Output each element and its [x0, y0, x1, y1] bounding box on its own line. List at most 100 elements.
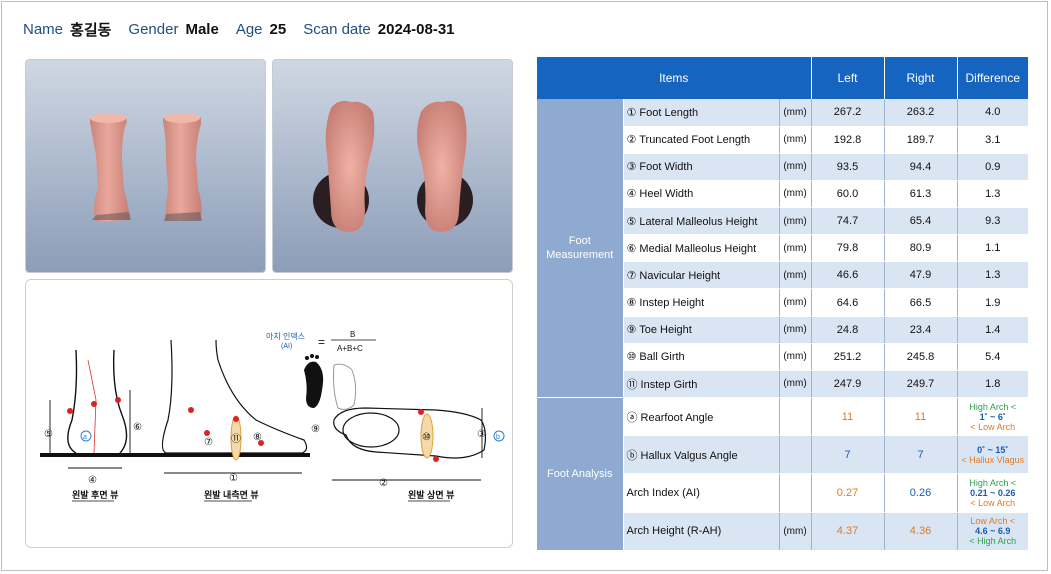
- row-item: ⑦ Navicular Height: [623, 261, 780, 290]
- row-right: 65.4: [884, 207, 958, 236]
- svg-text:②: ②: [379, 478, 388, 489]
- table-row: ⑥ Medial Malleolus Height (mm) 79.8 80.9…: [537, 234, 1029, 263]
- row-unit: (mm): [779, 370, 812, 399]
- row-right: 66.5: [884, 288, 958, 317]
- table-row: Arch Height (R-AH) (mm) 4.37 4.36 Low Ar…: [537, 512, 1029, 552]
- row-right: 4.36: [884, 512, 958, 552]
- rearfoot-angle-marker: [80, 430, 92, 442]
- table-row: ⑤ Lateral Malleolus Height (mm) 74.7 65.…: [537, 207, 1029, 236]
- scan-date-label: Scan date: [303, 20, 371, 38]
- row-left: 0.27: [811, 473, 885, 513]
- row-item: ② Truncated Foot Length: [623, 126, 780, 154]
- arch-index-subtitle: (AI): [281, 343, 292, 350]
- row-right: 0.26: [884, 473, 958, 513]
- row-diff-range: High Arch < 1˚ ~ 6˚ < Low Arch: [957, 397, 1029, 437]
- row-unit: (mm): [779, 512, 812, 552]
- arch-index-title: 아치 인덱스: [266, 331, 305, 341]
- left-sole-model: [325, 100, 375, 232]
- row-left: 46.6: [811, 261, 885, 290]
- name-label: Name: [23, 20, 64, 38]
- row-item: ⓐ Rearfoot Angle: [623, 397, 780, 437]
- svg-text:⑨: ⑨: [311, 424, 320, 435]
- row-right: 249.7: [884, 370, 958, 399]
- rear-view-foot-outline: [67, 349, 128, 454]
- table-row: ⑩ Ball Girth (mm) 251.2 245.8 5.4: [537, 343, 1029, 371]
- row-unit: (mm): [779, 234, 812, 263]
- table-row: ⑦ Navicular Height (mm) 46.6 47.9 1.3: [537, 261, 1029, 290]
- row-diff: 4.0: [957, 99, 1029, 127]
- range-normal: 1˚ ~ 6˚: [979, 411, 1006, 422]
- row-left: 79.8: [811, 234, 885, 263]
- row-right: 263.2: [884, 99, 958, 127]
- range-high-label: < Low Arch: [970, 421, 1016, 432]
- row-item: Arch Height (R-AH): [623, 512, 780, 552]
- header-difference: Difference: [957, 57, 1029, 99]
- row-unit: [779, 473, 812, 513]
- row-item: ④ Heel Width: [623, 180, 780, 209]
- header-items: Items: [537, 57, 812, 99]
- row-left: 4.37: [811, 512, 885, 552]
- row-unit: (mm): [779, 343, 812, 371]
- svg-text:④: ④: [88, 475, 97, 486]
- table-row: ④ Heel Width (mm) 60.0 61.3 1.3: [537, 180, 1029, 209]
- range-normal: 0.21 ~ 0.26: [970, 488, 1016, 499]
- svg-text:⑩: ⑩: [422, 432, 431, 443]
- row-left: 7: [811, 435, 885, 475]
- age-value: 25: [269, 20, 287, 38]
- row-unit: (mm): [779, 261, 812, 290]
- ball-girth-marker: [420, 413, 434, 459]
- svg-text:a: a: [83, 434, 87, 441]
- row-left: 93.5: [811, 153, 885, 181]
- table-row: Foot Measurement ① Foot Length (mm) 267.…: [537, 99, 1029, 399]
- row-diff: 1.1: [957, 234, 1029, 263]
- range-high-label: < High Arch: [969, 536, 1017, 547]
- age-label: Age: [235, 20, 263, 38]
- medial-view-foot-outline: [161, 339, 308, 454]
- gender-label: Gender: [128, 20, 179, 38]
- range-normal: 4.6 ~ 6.9: [975, 526, 1011, 537]
- row-right: 23.4: [884, 316, 958, 344]
- row-diff: 5.4: [957, 343, 1029, 371]
- row-right: 94.4: [884, 153, 958, 181]
- gender-value: Male: [185, 20, 219, 38]
- row-unit: (mm): [779, 126, 812, 154]
- row-item: Arch Index (AI): [623, 473, 780, 513]
- table-row: ⓑ Hallux Valgus Angle 7 7 0˚ ~ 15˚ < Hal…: [537, 435, 1029, 475]
- row-left: 251.2: [811, 343, 885, 371]
- row-diff: 1.9: [957, 288, 1029, 317]
- table-row: ② Truncated Foot Length (mm) 192.8 189.7…: [537, 126, 1029, 154]
- arch-index-denominator: A+B+C: [337, 344, 363, 353]
- foot-3d-plantar-view[interactable]: [272, 59, 513, 273]
- row-item: ⑧ Instep Height: [623, 288, 780, 317]
- row-left: 247.9: [811, 370, 885, 399]
- row-right: 80.9: [884, 234, 958, 263]
- svg-text:③: ③: [477, 429, 486, 440]
- range-low-label: High Arch <: [969, 401, 1017, 412]
- caption-top-view: 왼발 상면 뷰: [408, 489, 454, 500]
- right-sole-model: [417, 100, 467, 232]
- row-diff: 3.1: [957, 126, 1029, 154]
- table-row: ③ Foot Width (mm) 93.5 94.4 0.9: [537, 153, 1029, 181]
- top-view-foot-outline: [333, 407, 487, 459]
- row-right: 245.8: [884, 343, 958, 371]
- svg-text:b: b: [496, 434, 500, 441]
- row-unit: (mm): [779, 316, 812, 344]
- row-right: 11: [884, 397, 958, 437]
- row-item: ⑨ Toe Height: [623, 316, 780, 344]
- arch-index-numerator: B: [350, 330, 355, 339]
- svg-text:⑦: ⑦: [204, 437, 213, 448]
- table-row: ⑨ Toe Height (mm) 24.8 23.4 1.4: [537, 316, 1029, 344]
- row-unit: [779, 435, 812, 475]
- footprint-illustration: [304, 354, 357, 410]
- row-left: 267.2: [811, 99, 885, 127]
- row-item: ① Foot Length: [623, 99, 780, 127]
- table-row: Foot Analysis ⓐ Rearfoot Angle 11 11 Hig…: [537, 397, 1029, 551]
- svg-text:⑤: ⑤: [44, 429, 53, 440]
- header-right: Right: [884, 57, 958, 99]
- row-left: 74.7: [811, 207, 885, 236]
- row-item: ⑩ Ball Girth: [623, 343, 780, 371]
- row-diff-range: Low Arch < 4.6 ~ 6.9 < High Arch: [957, 512, 1029, 552]
- group-foot-measurement: Foot Measurement: [537, 99, 624, 399]
- foot-3d-rear-view[interactable]: [25, 59, 266, 273]
- arch-index-equals: =: [318, 335, 325, 349]
